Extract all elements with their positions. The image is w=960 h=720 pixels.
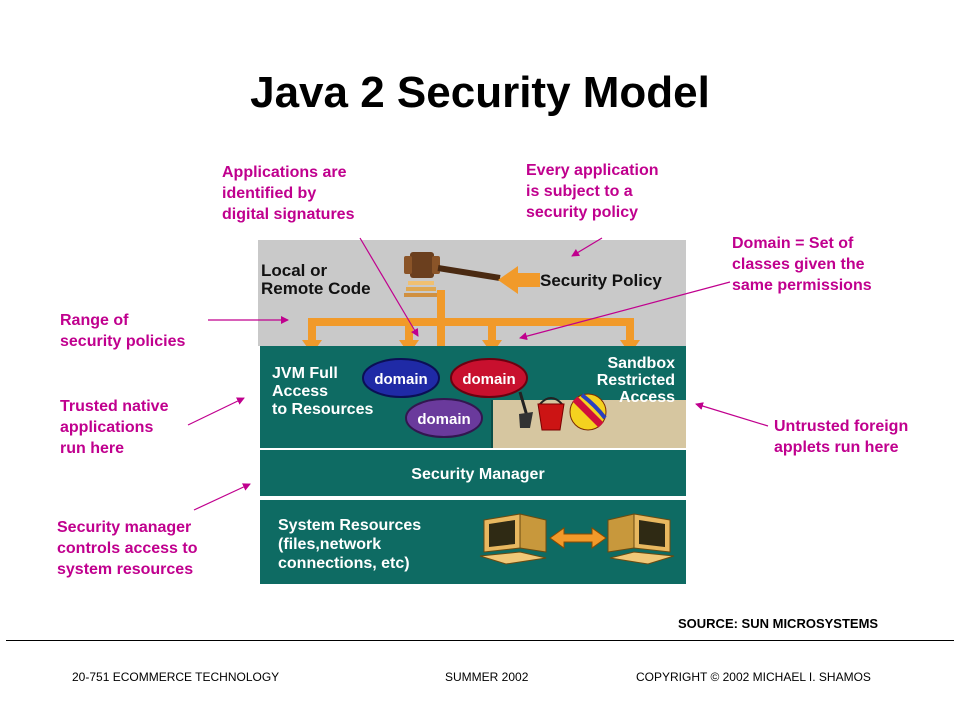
- bidirectional-arrow: [549, 527, 607, 549]
- security-manager-label: Security Manager: [411, 466, 544, 483]
- domain-blue-label: domain: [374, 371, 427, 388]
- domain-red-label: domain: [462, 371, 515, 388]
- computer-left-icon: [479, 513, 547, 565]
- system-resources-line1: System Resources: [278, 517, 421, 534]
- annotation-range: Range of security policies: [60, 312, 186, 350]
- jvm-label-line2: Access: [272, 383, 328, 400]
- domain-purple: [405, 398, 483, 438]
- footer-rule: [6, 640, 954, 641]
- sandbox-label-line2: Restricted: [597, 372, 675, 389]
- footer-copyright: COPYRIGHT © 2002 MICHAEL I. SHAMOS: [636, 670, 871, 684]
- security-policy-label: Security Policy: [540, 271, 662, 290]
- domain-purple-label: domain: [417, 411, 470, 428]
- footer-term: SUMMER 2002: [445, 670, 529, 684]
- annotation-untrusted: Untrusted foreign applets run here: [774, 418, 909, 456]
- security-manager-band: [260, 450, 686, 496]
- gavel-icon: [404, 252, 501, 297]
- annotation-policy: Every application is subject to a securi…: [526, 162, 659, 221]
- slide-title: Java 2 Security Model: [250, 68, 710, 117]
- annotation-domain-definition: Domain = Set of classes given the same p…: [732, 235, 872, 294]
- bucket-icon: [537, 397, 565, 431]
- code-label-line2: Remote Code: [261, 279, 371, 298]
- annotation-signatures: Applications are identified by digital s…: [222, 164, 355, 223]
- sandbox-label-line1: Sandbox: [607, 355, 675, 372]
- code-label-line1: Local or: [261, 261, 328, 280]
- sandbox-label-line3: Access: [619, 389, 675, 406]
- annotation-security-manager: Security manager controls access to syst…: [57, 519, 198, 578]
- annotation-arrows: [187, 237, 769, 511]
- domain-blue: [362, 358, 440, 398]
- annotation-trusted: Trusted native applications run here: [60, 398, 169, 457]
- beach-ball-icon: [569, 393, 607, 431]
- jvm-label-line1: JVM Full: [272, 365, 338, 382]
- shovel-icon: [518, 391, 533, 428]
- policy-arrow: [498, 266, 540, 294]
- footer-course: 20-751 ECOMMERCE TECHNOLOGY: [72, 670, 280, 684]
- system-resources-line3: connections, etc): [278, 555, 410, 572]
- system-resources-line2: (files,network: [278, 536, 381, 553]
- computer-right-icon: [607, 513, 675, 565]
- code-panel: [258, 240, 686, 346]
- domain-red: [450, 358, 528, 398]
- source-credit: SOURCE: SUN MICROSYSTEMS: [678, 616, 879, 631]
- jvm-label-line3: to Resources: [272, 401, 373, 418]
